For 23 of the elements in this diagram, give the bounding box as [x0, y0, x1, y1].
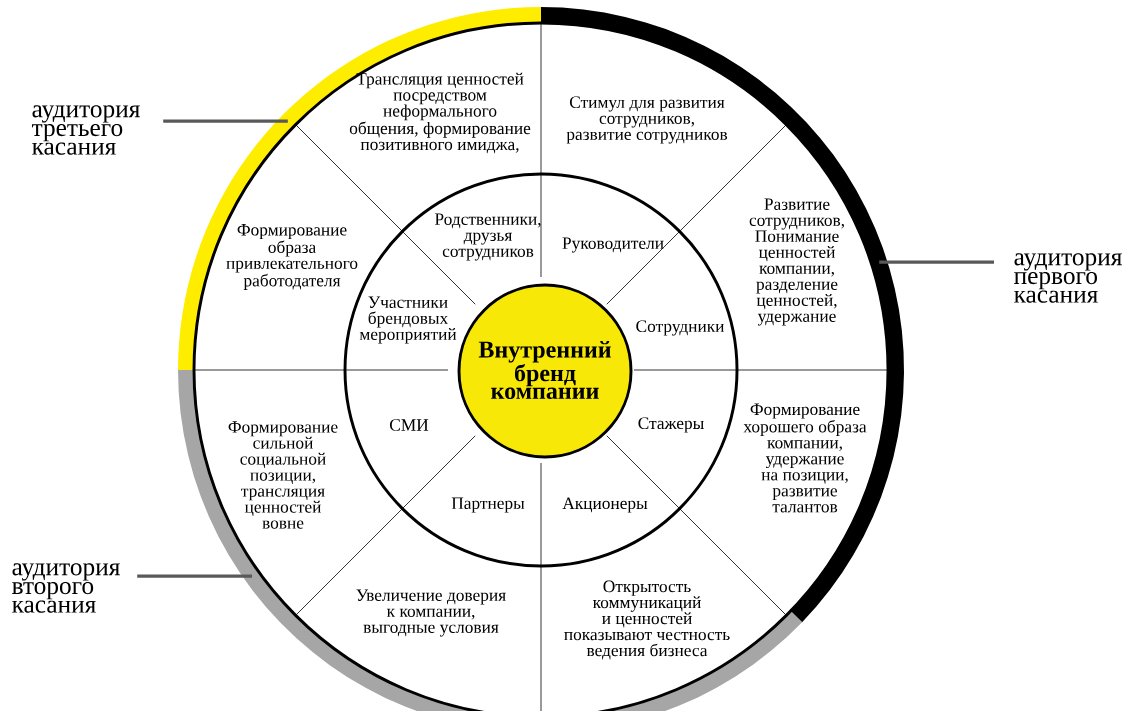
sector-label: СМИ — [389, 419, 429, 431]
sector-label: Формирование хорошего образа компании, удержание на позиции, развитие талантов — [743, 403, 867, 513]
sector-label: Формирование сильной социальной позиции, трансляция ценностей вовне — [228, 421, 338, 529]
leader-line — [879, 260, 994, 264]
sector-label: Акционеры — [562, 497, 648, 513]
audience-label: аудитория первого касания — [1014, 253, 1122, 303]
sector-label: Развитие сотрудников, Понимание ценностей компании, разделение ценностей, удержание — [749, 198, 844, 326]
sector-label: Открытость коммуникаций и ценностей показывают честность ведения бизнеса — [564, 580, 730, 660]
sector-label: Увеличение доверия к компании, выгодные условия — [356, 589, 506, 637]
sector-label: Трансляция ценностей посредством неформального общения, формирование позитивного имиджа, — [349, 72, 531, 154]
center-label: Внутренний бренд компании — [478, 340, 611, 400]
leader-line — [137, 574, 252, 578]
sector-label: Партнеры — [451, 497, 525, 513]
sector-label: Стимул для развития сотрудников, развитие сотрудников — [566, 96, 728, 144]
leader-line — [163, 119, 288, 123]
audience-label: аудитория третьего касания — [32, 105, 140, 155]
sector-label: Стажеры — [638, 417, 704, 433]
sector-label: Формирование образа привлекательного работодателя — [226, 224, 358, 290]
sector-label: Сотрудники — [636, 320, 725, 336]
sector-label: Родственники, друзья сотрудников — [434, 213, 541, 261]
sector-label: Руководители — [562, 237, 664, 253]
sector-label: Участники брендовых мероприятий — [359, 296, 457, 344]
audience-label: аудитория второго касания — [12, 563, 120, 613]
